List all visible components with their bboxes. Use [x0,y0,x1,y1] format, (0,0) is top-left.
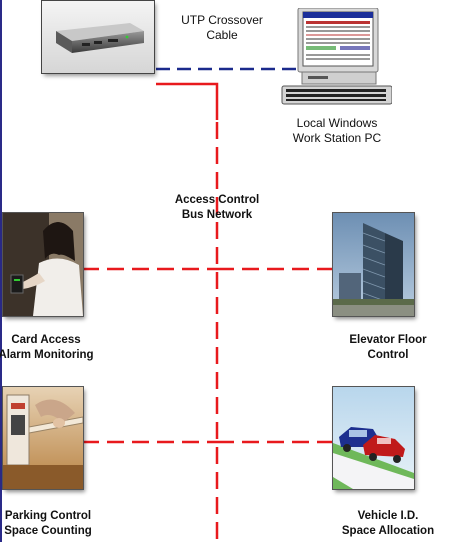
cable-label-line-2: Cable [206,28,238,42]
workstation-label-line-2: Work Station PC [292,131,382,145]
vehicle-label: Vehicle I.D. Space Allocation [338,509,438,538]
network-label-line-2: Bus Network [181,208,253,221]
parking-label-line-1: Parking Control [4,510,92,522]
card-access-label-line-1: Card Access [11,334,81,346]
vehicle-label-line-2: Space Allocation [341,524,435,537]
network-label-line-1: Access Control [174,194,260,206]
controller-device-icon [42,1,154,73]
parking-label: Parking Control Space Counting [0,509,98,538]
network-label: Access Control Bus Network [157,193,277,222]
bus-lead-line [156,82,219,120]
vehicle-label-line-1: Vehicle I.D. [357,510,419,522]
card-access-label-line-2: Alarm Monitoring [0,348,94,361]
elevator-label-line-1: Elevator Floor [349,334,427,346]
office-building-icon [333,213,414,316]
vehicles-driveway-icon [333,387,414,489]
cable-label-line-1: UTP Crossover [181,13,263,27]
workstation-label: Local Windows Work Station PC [272,116,402,146]
parking-gate-icon [3,387,83,489]
card-access-label: Card Access Alarm Monitoring [0,333,94,362]
elevator-label: Elevator Floor Control [340,333,436,362]
elevator-label-line-2: Control [367,348,409,361]
workstation-label-line-1: Local Windows [296,116,378,130]
left-border [0,0,2,542]
cable-label: UTP Crossover Cable [171,13,273,43]
parking-label-line-2: Space Counting [4,524,92,537]
person-card-reader-icon [3,213,83,316]
workstation-pc-icon [272,7,393,108]
